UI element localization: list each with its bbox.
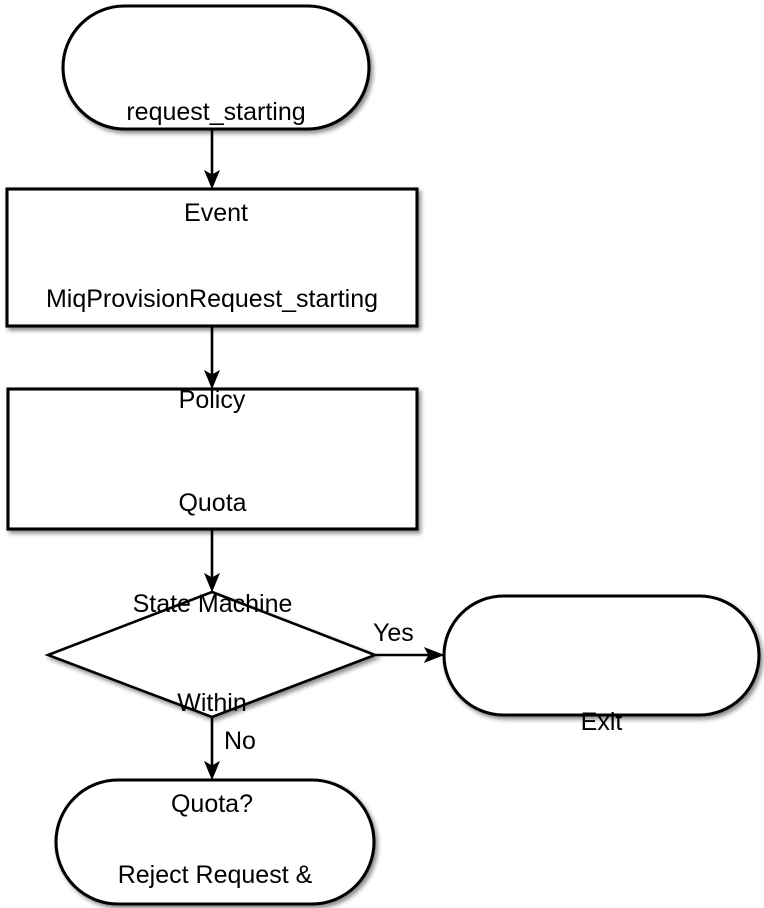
node-shape-event[interactable] [61, 4, 371, 131]
node-shape-policy[interactable] [5, 187, 419, 328]
edge-event-to-policy [203, 129, 221, 190]
edge-decision-to-reject [203, 717, 221, 781]
node-shape-reject[interactable] [54, 778, 376, 906]
edge-quota-to-decision [203, 529, 221, 593]
edge-policy-to-quota [203, 326, 221, 390]
node-shape-decision[interactable] [44, 590, 379, 719]
node-shape-quota[interactable] [6, 387, 419, 531]
edge-decision-to-exit [376, 647, 445, 663]
node-shape-exit[interactable] [442, 594, 761, 717]
